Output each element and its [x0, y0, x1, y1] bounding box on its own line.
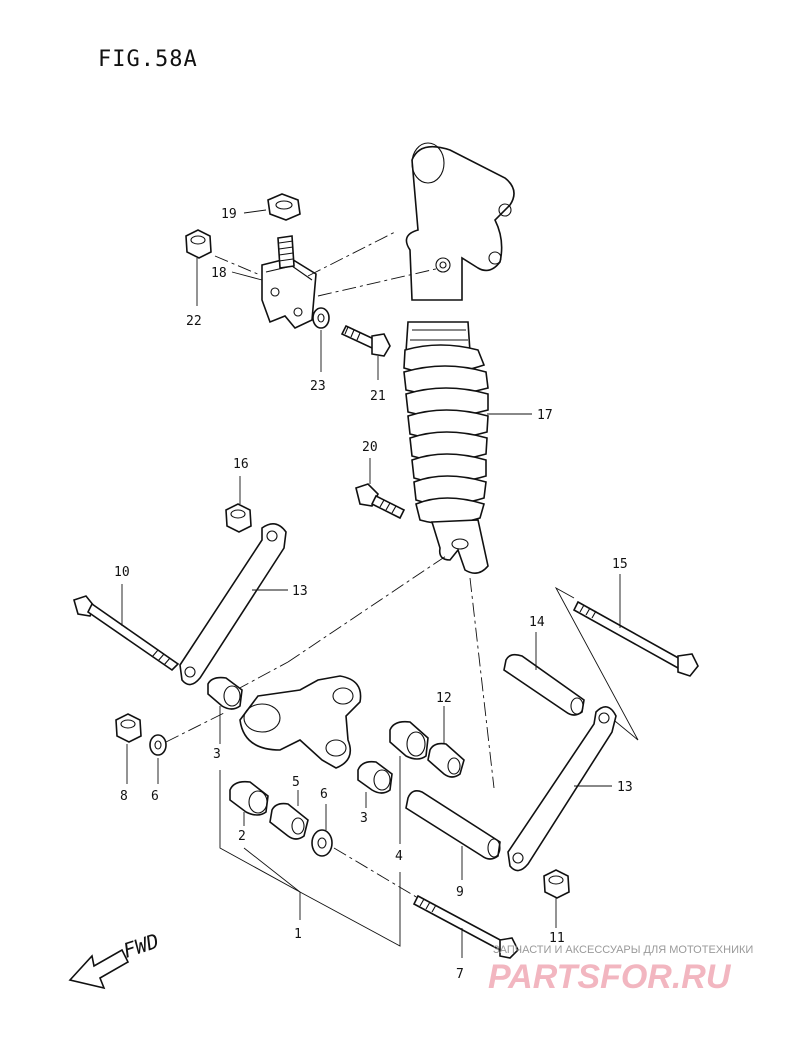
- callout-12: 12: [436, 691, 452, 706]
- leader-18: [231, 271, 263, 281]
- callout-11: 11: [549, 931, 565, 946]
- watermark-caption: ЗАПЧАСТИ И АКСЕССУАРЫ ДЛЯ МОТОТЕХНИКИ: [493, 944, 753, 956]
- callout-3a: 3: [213, 747, 221, 762]
- callout-7: 7: [456, 967, 464, 982]
- callout-19: 19: [221, 207, 237, 222]
- callout-21: 21: [370, 389, 386, 404]
- callout-10: 10: [114, 565, 130, 580]
- spacer-5: [269, 802, 309, 840]
- dashline-6-bolt7: [333, 847, 419, 899]
- callout-20: 20: [362, 440, 378, 455]
- upper-mount-bracket: [261, 235, 317, 329]
- callout-16: 16: [233, 457, 249, 472]
- rear-shock-absorber: [403, 142, 515, 574]
- bearing-3-lower: [357, 760, 393, 794]
- tie-rod-left: [179, 523, 287, 686]
- bearing-2: [229, 780, 269, 816]
- callout-1: 1: [294, 927, 302, 942]
- callout-17: 17: [537, 408, 553, 423]
- nut-11: [543, 869, 570, 899]
- callout-2: 2: [238, 829, 246, 844]
- nut-8: [115, 713, 142, 743]
- forward-arrow-icon: [68, 948, 130, 990]
- callout-15: 15: [612, 557, 628, 572]
- dashline-6-lever: [165, 711, 227, 743]
- nut-16: [225, 503, 252, 533]
- dashline-18-17b: [317, 267, 441, 297]
- bolt-10: [73, 595, 180, 672]
- callout-5: 5: [292, 775, 300, 790]
- bolt-15: [572, 600, 699, 677]
- dashline-18-17a: [307, 231, 396, 277]
- dashline-lever: [235, 661, 289, 691]
- forward-direction-indicator: FWD: [68, 929, 162, 990]
- dashline-shock-lever: [287, 555, 447, 663]
- callout-13a: 13: [292, 584, 308, 599]
- bolt-21: [340, 324, 391, 357]
- cushion-lever: [239, 675, 362, 769]
- leader-19: [243, 209, 267, 214]
- figure-title: FIG.58A: [98, 47, 198, 72]
- spacer-14: [503, 653, 585, 716]
- bolt-7: [412, 894, 519, 959]
- callout-23: 23: [310, 379, 326, 394]
- washer-6-right: [311, 829, 333, 857]
- callout-22: 22: [186, 314, 202, 329]
- callout-6a: 6: [151, 789, 159, 804]
- washer-23: [312, 307, 330, 329]
- callout-9: 9: [456, 885, 464, 900]
- washer-6-left: [149, 734, 167, 756]
- group-lines-15-13: [554, 586, 639, 741]
- bracket-join: [243, 847, 301, 893]
- callout-13b: 13: [617, 780, 633, 795]
- spacer-9: [405, 790, 501, 860]
- nut-19: [267, 193, 301, 221]
- dashline-shock-spacer: [469, 577, 495, 789]
- nut-22: [185, 229, 212, 259]
- callout-4: 4: [395, 849, 403, 864]
- spacer-12: [427, 742, 465, 778]
- callout-6b: 6: [320, 787, 328, 802]
- forward-label: FWD: [120, 929, 162, 963]
- watermark-brand: PARTSFOR.RU: [488, 958, 732, 996]
- tie-rod-right: [507, 706, 617, 872]
- dashline-22-18: [214, 255, 261, 276]
- bolt-20: [355, 483, 406, 520]
- callout-18: 18: [211, 266, 227, 281]
- callout-8: 8: [120, 789, 128, 804]
- bearing-4: [389, 720, 429, 760]
- callout-3b: 3: [360, 811, 368, 826]
- bearing-3-upper: [207, 676, 243, 710]
- callout-14: 14: [529, 615, 545, 630]
